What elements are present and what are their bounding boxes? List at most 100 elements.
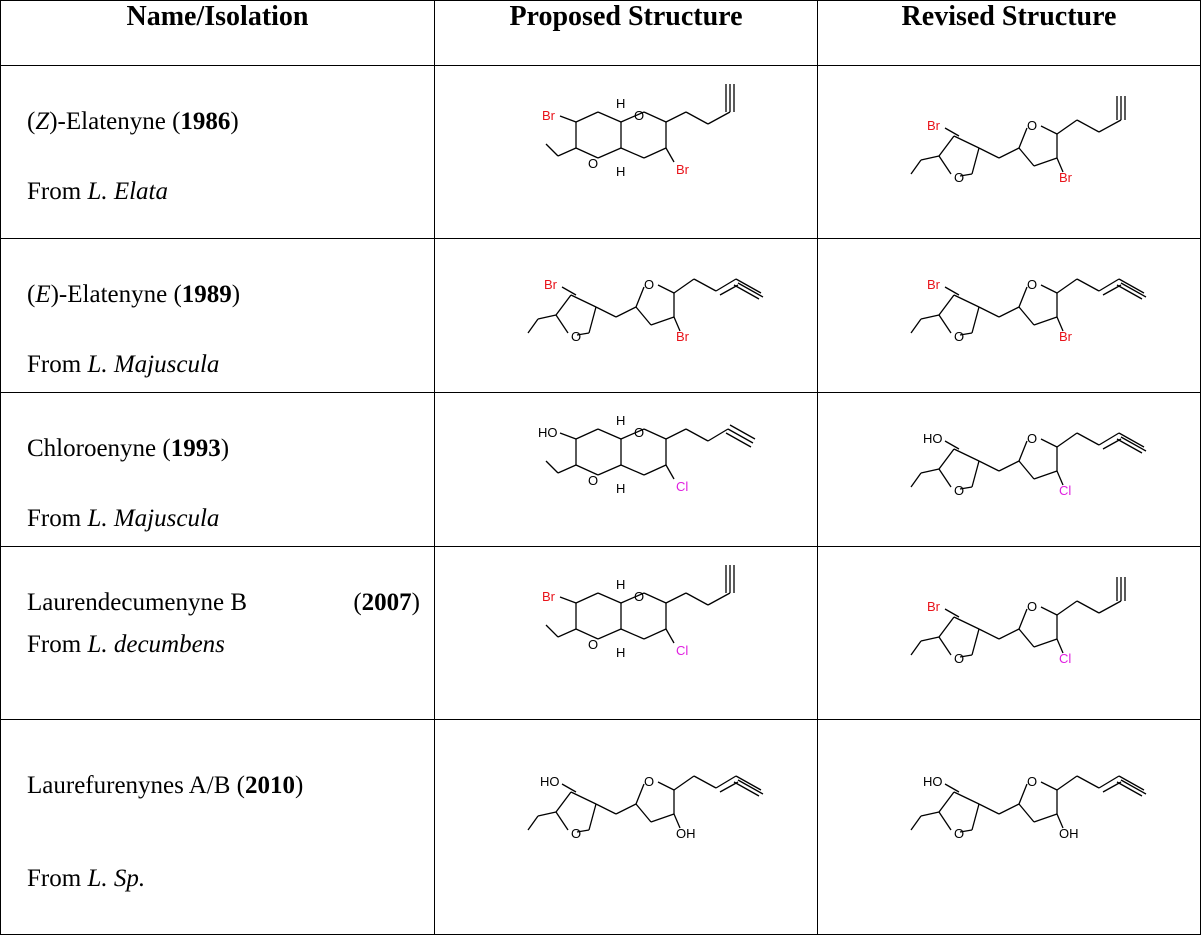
isolation-source: From L. Elata — [27, 178, 169, 205]
atom-label: H — [616, 413, 625, 428]
bond — [1076, 119, 1100, 133]
bond — [595, 803, 617, 815]
bond — [537, 811, 557, 817]
bond — [959, 829, 973, 833]
atom-label: O — [644, 774, 654, 789]
bond — [643, 428, 667, 440]
bond — [959, 173, 973, 177]
bond — [545, 460, 559, 474]
bond — [938, 468, 952, 488]
bond — [1056, 278, 1078, 294]
bond — [620, 147, 645, 159]
bond — [588, 803, 597, 831]
bond — [555, 314, 569, 334]
bond — [1098, 278, 1120, 292]
bond — [620, 628, 645, 640]
atom-label: O — [571, 826, 581, 841]
bond — [597, 428, 622, 440]
bond — [971, 147, 980, 175]
bond — [959, 486, 973, 490]
bond — [1116, 284, 1143, 300]
bond — [910, 640, 922, 656]
bond — [620, 428, 645, 440]
bond — [707, 428, 729, 442]
bond — [959, 654, 973, 658]
bond — [998, 803, 1020, 815]
bond — [555, 811, 569, 831]
bond — [673, 775, 695, 791]
bond — [978, 306, 1000, 318]
compound-name: (E)-Elatenyne (1989) — [27, 281, 241, 308]
atom-label: O — [954, 170, 964, 185]
proposed-structure-cell: O O HO OH — [434, 719, 818, 935]
bond — [545, 624, 559, 638]
bond — [1116, 781, 1143, 797]
bond — [978, 803, 1000, 815]
bond — [920, 636, 940, 642]
bis-thf-structure: O O HO OH — [527, 774, 764, 841]
atom-label: H — [616, 481, 625, 496]
atom-label: H — [616, 577, 625, 592]
bond — [559, 115, 577, 123]
bond — [1056, 119, 1078, 135]
bond — [1076, 600, 1100, 614]
bond — [998, 460, 1020, 472]
bond — [998, 306, 1020, 318]
compound-name: Laurendecumenyne B(2007) — [27, 589, 420, 616]
bond — [665, 628, 675, 644]
bond — [938, 448, 955, 470]
bond — [944, 286, 960, 296]
bond — [719, 781, 739, 793]
name-cell: (E)-Elatenyne (1989) From L. Majuscula — [0, 238, 435, 393]
atom-label: O — [1027, 118, 1037, 133]
bond — [978, 460, 1000, 472]
bond — [910, 815, 922, 831]
bond — [693, 775, 717, 789]
bond — [1102, 781, 1122, 793]
bond — [1018, 783, 1028, 805]
bond — [643, 592, 667, 604]
bond — [1018, 628, 1035, 648]
bond — [1120, 779, 1147, 795]
bond — [1120, 436, 1147, 452]
bond — [971, 628, 980, 656]
atom-label: H — [616, 164, 625, 179]
bond — [920, 314, 940, 320]
atom-label: HO — [540, 774, 560, 789]
bond — [1056, 600, 1078, 616]
bond — [735, 278, 762, 294]
bond — [725, 432, 752, 448]
bond — [735, 775, 762, 791]
atom-label: H — [616, 645, 625, 660]
bond — [944, 783, 960, 793]
bond — [561, 286, 577, 296]
bond — [715, 775, 737, 789]
bond — [1098, 119, 1122, 133]
bond — [693, 278, 717, 292]
bond — [557, 628, 577, 638]
header-name: Name/Isolation — [0, 0, 435, 66]
bond — [557, 147, 577, 157]
bond — [597, 592, 622, 604]
bond — [575, 464, 599, 476]
bond — [527, 318, 539, 334]
atom-label: OH — [676, 826, 696, 841]
bond — [1118, 278, 1145, 294]
bond — [635, 783, 645, 805]
bond — [959, 332, 973, 336]
bond — [1098, 432, 1120, 446]
bond — [938, 791, 955, 813]
table-row: Laurendecumenyne B(2007) From L. decumbe… — [0, 546, 1201, 720]
bond — [719, 284, 739, 296]
atom-label: Br — [927, 118, 941, 133]
bond — [733, 284, 760, 300]
bond — [545, 143, 559, 157]
atom-label: Br — [676, 162, 690, 177]
